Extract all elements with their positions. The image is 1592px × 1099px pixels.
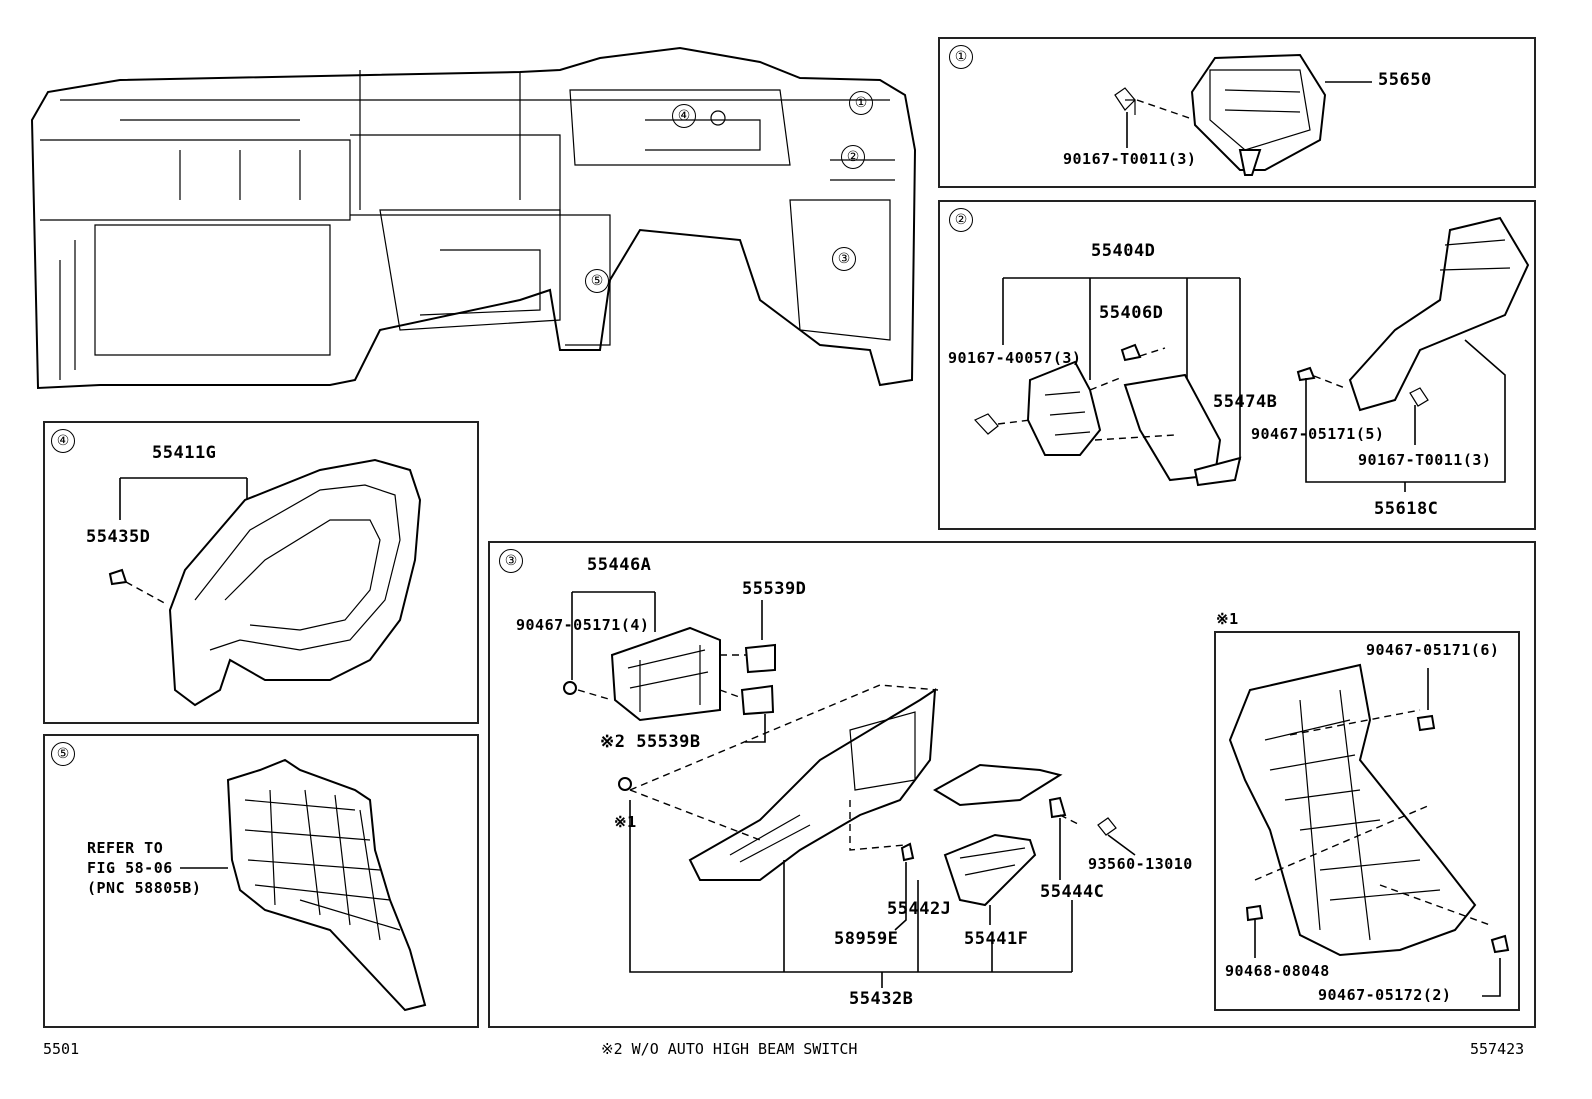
dashboard-frame-drawing (30, 46, 917, 390)
part-90468-08048: 90468-08048 (1225, 962, 1330, 980)
footer-note: ※2 W/O AUTO HIGH BEAM SWITCH (601, 1040, 858, 1058)
part-90467-05171-p3: 90467-05171(4) (516, 616, 650, 634)
panel2-drawing (973, 216, 1530, 492)
panel-2 (938, 200, 1536, 530)
refer-line-1: REFER TO (87, 839, 164, 857)
part-90167-T0011-p2: 90167-T0011(3) (1358, 451, 1492, 469)
part-90467-05171-sub: 90467-05171(6) (1366, 641, 1500, 659)
part-90167-40057: 90167-40057(3) (948, 349, 1082, 367)
part-55404D: 55404D (1091, 241, 1156, 261)
panel3-drawing (563, 591, 1510, 997)
part-55411G: 55411G (152, 443, 217, 463)
footer-left-code: 5501 (43, 1040, 80, 1058)
panel1-drawing (1114, 53, 1372, 176)
part-55446A: 55446A (587, 555, 652, 575)
sub-panel-mark: ※1 (1216, 610, 1239, 628)
refer-line-3: (PNC 58805B) (87, 879, 202, 897)
panel5-drawing (180, 758, 427, 1012)
part-55539B: ※2 55539B (600, 732, 701, 752)
part-55432B: 55432B (849, 989, 914, 1009)
panel5-number: ⑤ (51, 742, 75, 766)
refer-line-2: FIG 58-06 (87, 859, 173, 877)
part-55539D: 55539D (742, 579, 807, 599)
panel-1 (938, 37, 1536, 188)
panel-3 (488, 541, 1536, 1028)
main-callout-5: ⑤ (585, 269, 609, 293)
part-55435D: 55435D (86, 527, 151, 547)
panel-3-sub (1214, 631, 1520, 1011)
main-callout-2: ② (841, 145, 865, 169)
part-55444C: 55444C (1040, 882, 1105, 902)
part-55474B: 55474B (1213, 392, 1278, 412)
panel-4 (43, 421, 479, 724)
panel4-number: ④ (51, 429, 75, 453)
main-callout-4: ④ (672, 104, 696, 128)
main-callout-3: ③ (832, 247, 856, 271)
part-90467-05172: 90467-05172(2) (1318, 986, 1452, 1004)
part-90167-T0011-p1: 90167-T0011(3) (1063, 150, 1197, 168)
part-90467-05171-p2: 90467-05171(5) (1251, 425, 1385, 443)
panel1-number: ① (949, 45, 973, 69)
part-55650: 55650 (1378, 70, 1432, 90)
part-58959E: 58959E (834, 929, 899, 949)
panel4-drawing (108, 458, 422, 707)
main-callout-1: ① (849, 91, 873, 115)
part-55406D: 55406D (1099, 303, 1164, 323)
panel-5 (43, 734, 479, 1028)
note-mark-1: ※1 (614, 813, 637, 831)
panel2-number: ② (949, 208, 973, 232)
part-55442J: 55442J (887, 899, 952, 919)
part-93560-13010: 93560-13010 (1088, 855, 1193, 873)
part-55618C: 55618C (1374, 499, 1439, 519)
part-55441F: 55441F (964, 929, 1029, 949)
footer-right-code: 557423 (1470, 1040, 1525, 1058)
panel3-number: ③ (499, 549, 523, 573)
